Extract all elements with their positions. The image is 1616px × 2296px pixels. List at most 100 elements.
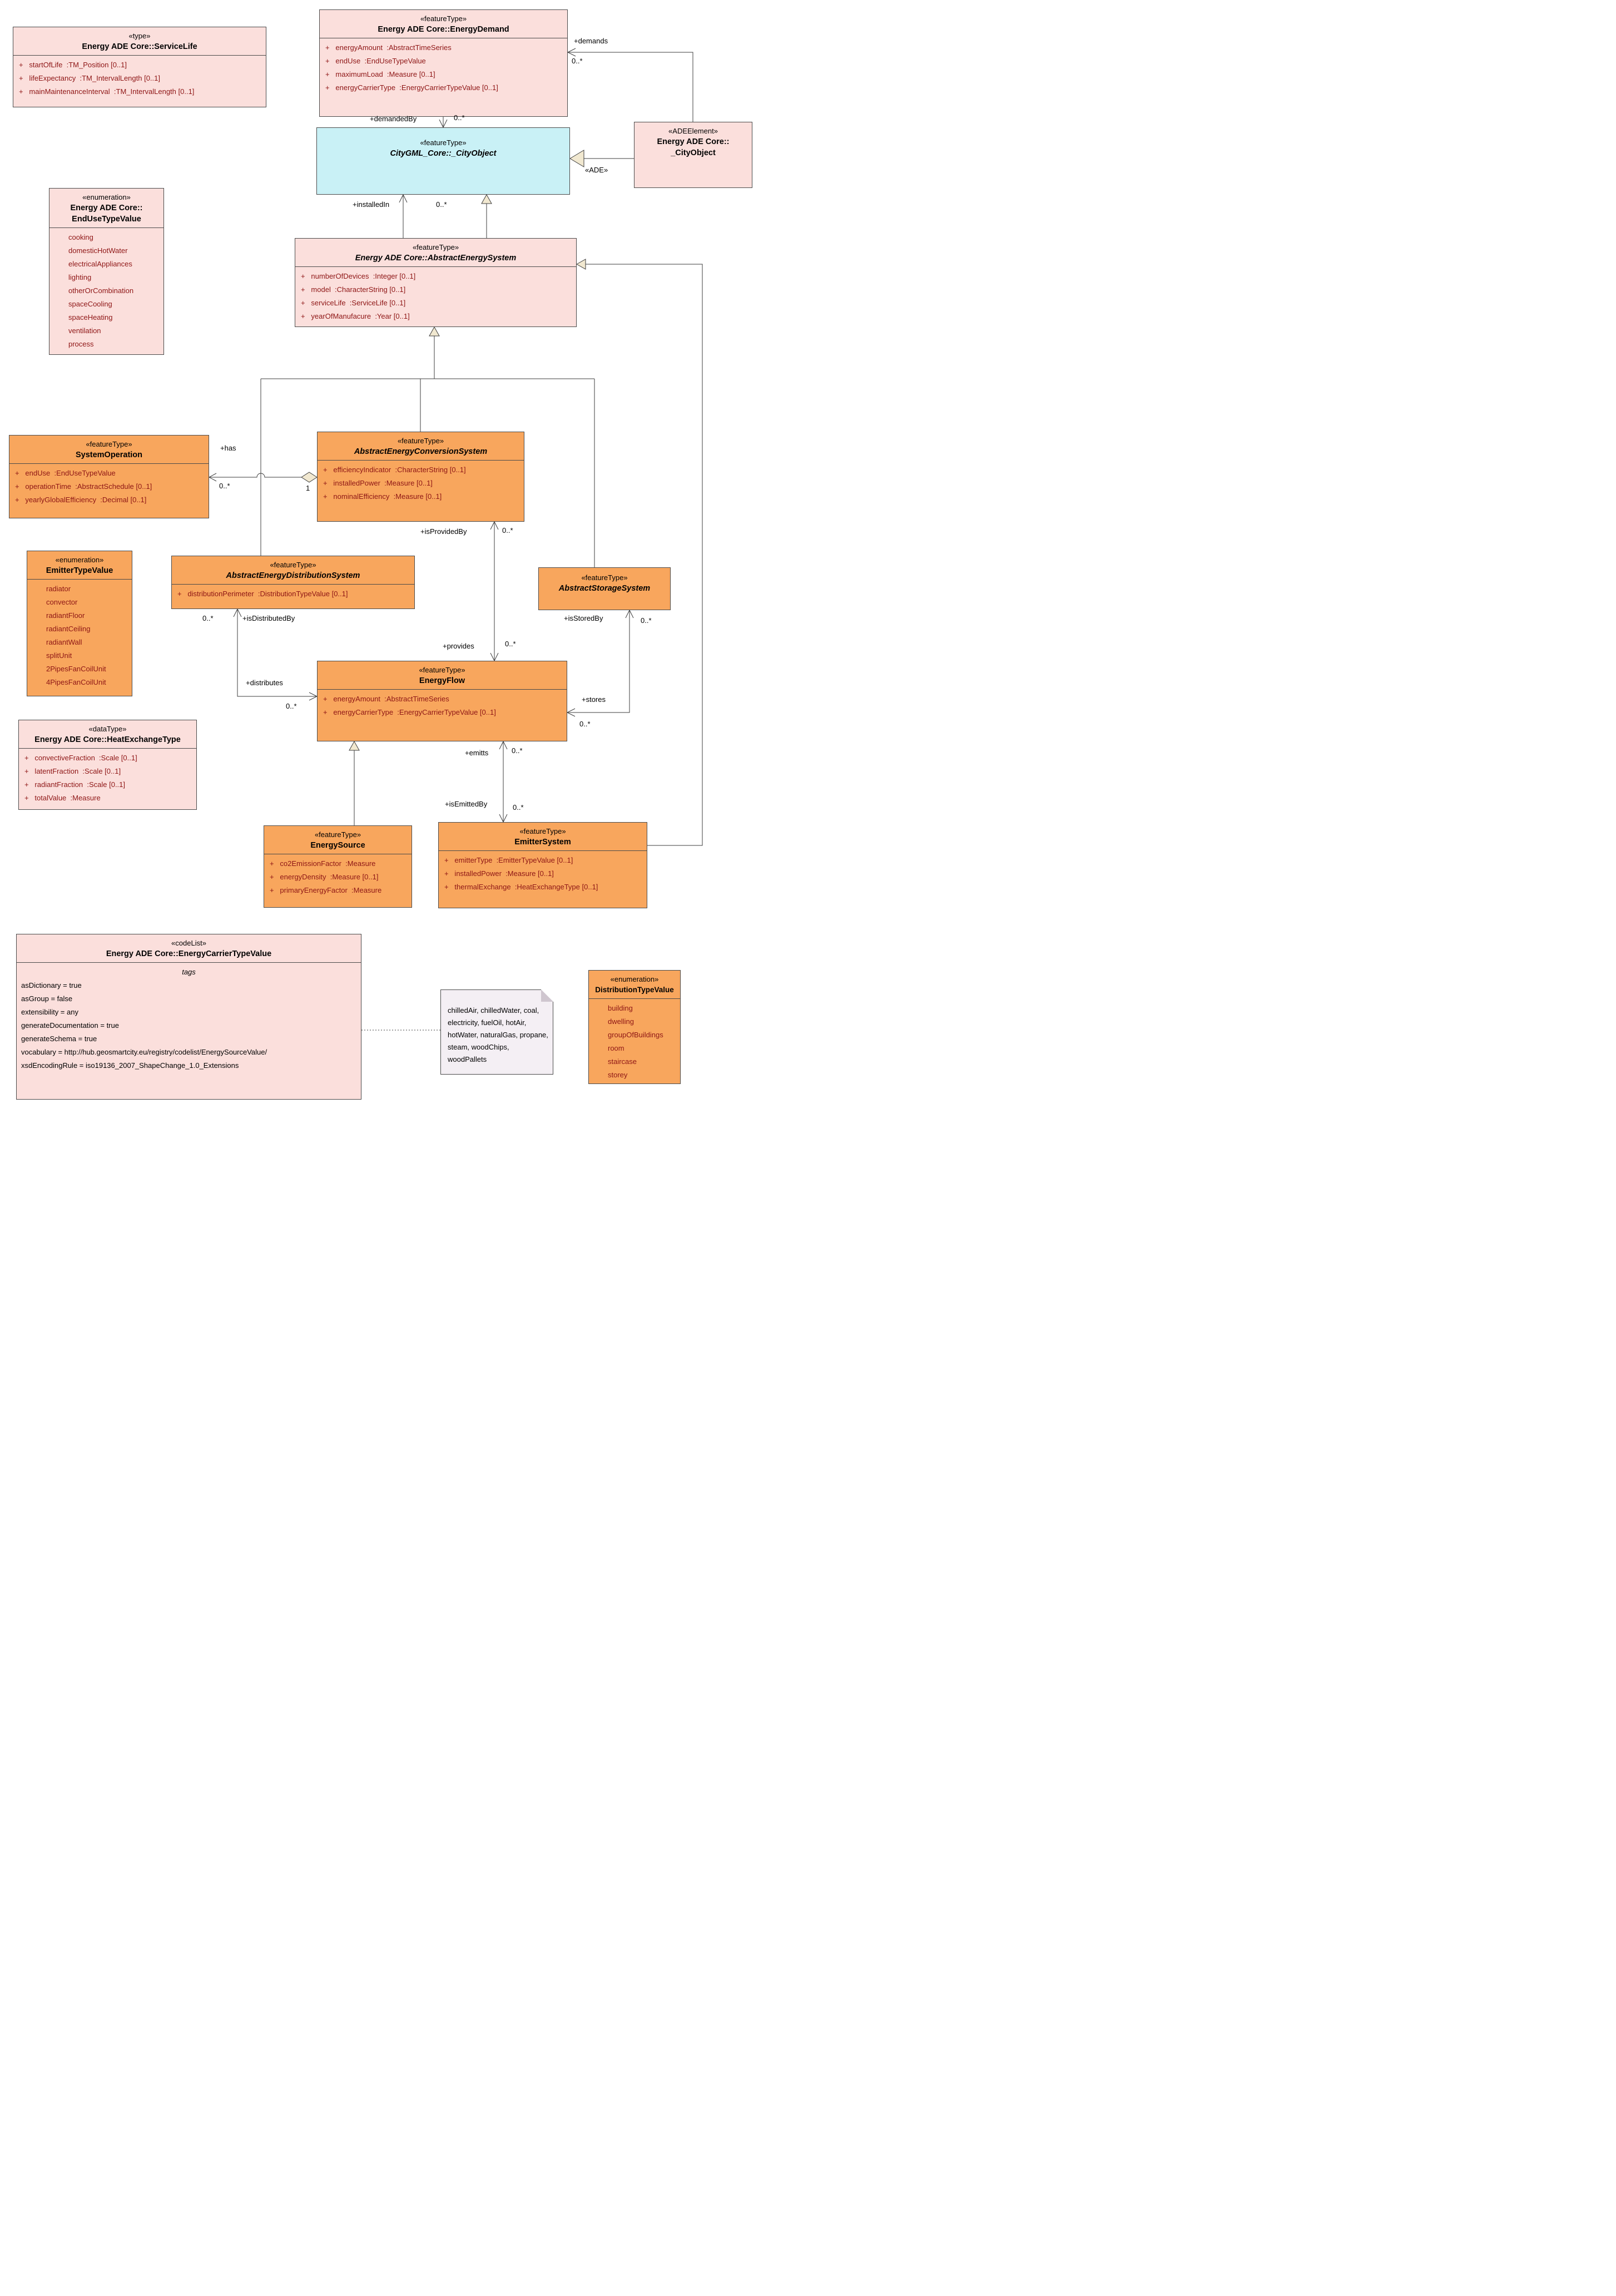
label-stores: +stores bbox=[582, 695, 606, 704]
class-member: splitUnit bbox=[46, 651, 72, 660]
class-member: domesticHotWater bbox=[68, 246, 128, 255]
class-member: ventilation bbox=[68, 326, 101, 335]
label-is-stored-by-mult: 0..* bbox=[641, 616, 652, 625]
class-member: + nominalEfficiency :Measure [0..1] bbox=[323, 492, 442, 501]
class-name: Energy ADE Core::EnergyDemand bbox=[378, 25, 509, 34]
label-has-one: 1 bbox=[306, 484, 310, 492]
class-box-heat-exchange-type: «dataType»Energy ADE Core::HeatExchangeT… bbox=[18, 720, 197, 810]
class-title: «featureType»CityGML_Core::_CityObject bbox=[317, 128, 569, 162]
label-provides: +provides bbox=[443, 642, 474, 650]
class-member: spaceHeating bbox=[68, 313, 113, 321]
class-name: Energy ADE Core:: EndUseTypeValue bbox=[70, 204, 143, 224]
label-is-provided-by-mult: 0..* bbox=[502, 526, 513, 535]
gen-energysystem-cityobject bbox=[481, 194, 492, 238]
class-name: Energy ADE Core::EnergyCarrierTypeValue bbox=[106, 949, 272, 958]
class-member: radiator bbox=[46, 585, 71, 593]
class-member: + energyAmount :AbstractTimeSeries bbox=[325, 43, 452, 52]
class-box-energy-flow: «featureType»EnergyFlow+ energyAmount :A… bbox=[317, 661, 567, 741]
class-box-emitter-system: «featureType» EmitterSystem + emitterType … bbox=[438, 822, 647, 908]
assoc-emitts bbox=[499, 740, 508, 823]
class-members: + startOfLife :TM_Position [0..1]+ lifeE… bbox=[13, 55, 266, 101]
class-box-abstract-energy-distribution-system: «featureType» AbstractEnergyDistributionS… bbox=[171, 556, 415, 609]
dep-ade bbox=[569, 150, 634, 167]
class-box-city-object: «featureType»CityGML_Core::_CityObject bbox=[316, 127, 570, 195]
class-member: generateSchema = true bbox=[21, 1035, 97, 1043]
class-members: + numberOfDevices :Integer [0..1] + model… bbox=[295, 266, 576, 325]
gen-energysource-energyflow bbox=[349, 740, 360, 825]
class-member: + yearlyGlobalEfficiency :Decimal [0..1] bbox=[15, 496, 147, 504]
class-member: 2PipesFanCoilUnit bbox=[46, 665, 106, 673]
class-member: + serviceLife :ServiceLife [0..1] bbox=[301, 299, 406, 307]
class-title: «featureType» AbstractStorageSystem bbox=[539, 568, 670, 597]
class-title: «featureType»SystemOperation bbox=[9, 436, 209, 463]
class-member: building bbox=[608, 1004, 633, 1012]
class-member: + energyCarrierType :EnergyCarrierTypeVa… bbox=[325, 83, 498, 92]
class-stereotype: «featureType» bbox=[581, 573, 628, 582]
assoc-installed-in bbox=[399, 194, 408, 238]
class-member: + startOfLife :TM_Position [0..1] bbox=[19, 61, 127, 69]
label-stores-mult: 0..* bbox=[579, 720, 591, 728]
class-title: «featureType»Energy ADE Core::EnergyDema… bbox=[320, 10, 567, 38]
class-title: «type»Energy ADE Core::ServiceLife bbox=[13, 27, 266, 55]
class-member: + model :CharacterString [0..1] bbox=[301, 285, 406, 294]
class-member: + installedPower :Measure [0..1] bbox=[444, 869, 554, 878]
class-member: radiantFloor bbox=[46, 611, 85, 620]
class-title: «featureType»Energy ADE Core::AbstractEn… bbox=[295, 239, 576, 266]
label-distributes-mult: 0..* bbox=[286, 702, 297, 710]
class-member: xsdEncodingRule = iso19136_2007_ShapeCha… bbox=[21, 1061, 239, 1070]
class-member: + emitterType :EmitterTypeValue [0..1] bbox=[444, 856, 573, 864]
class-member: + operationTime :AbstractSchedule [0..1] bbox=[15, 482, 152, 491]
class-title: «enumeration»EmitterTypeValue bbox=[27, 551, 132, 579]
class-name: EmitterTypeValue bbox=[46, 566, 113, 575]
class-name: Energy ADE Core::ServiceLife bbox=[82, 42, 197, 51]
label-distributes: +distributes bbox=[246, 679, 283, 687]
class-member: radiantCeiling bbox=[46, 625, 91, 633]
class-title: «codeList»Energy ADE Core::EnergyCarrier… bbox=[17, 934, 361, 962]
class-member: otherOrCombination bbox=[68, 286, 134, 295]
class-member: + totalValue :Measure bbox=[24, 794, 101, 802]
class-title: «enumeration»Energy ADE Core:: EndUseTyp… bbox=[49, 189, 163, 227]
class-stereotype: «type» bbox=[128, 32, 151, 40]
label-is-distributed-by-mult: 0..* bbox=[202, 614, 214, 622]
class-stereotype: «featureType» bbox=[519, 827, 566, 835]
class-title: «dataType»Energy ADE Core::HeatExchangeT… bbox=[19, 720, 196, 748]
label-emitts: +emitts bbox=[465, 749, 489, 757]
class-stereotype: «featureType» bbox=[314, 830, 361, 839]
class-box-abstract-energy-conversion-system: «featureType»AbstractEnergyConversionSys… bbox=[317, 432, 524, 522]
class-box-service-life: «type»Energy ADE Core::ServiceLife+ star… bbox=[13, 27, 266, 107]
class-members: + energyAmount :AbstractTimeSeries+ ener… bbox=[318, 689, 567, 721]
label-ade-stereotype: «ADE» bbox=[585, 166, 608, 174]
class-member: + energyDensity :Measure [0..1] bbox=[270, 873, 379, 881]
label-is-distributed-by: +isDistributedBy bbox=[242, 614, 295, 622]
label-demanded-by-mult: 0..* bbox=[454, 113, 465, 122]
class-member: dwelling bbox=[608, 1017, 634, 1026]
class-members: + co2EmissionFactor :Measure + energyDens… bbox=[264, 854, 412, 899]
class-name: EmitterSystem bbox=[514, 838, 571, 847]
class-member: staircase bbox=[608, 1057, 637, 1066]
class-box-energy-source: «featureType»EnergySource+ co2EmissionFa… bbox=[264, 825, 412, 908]
class-members: + efficiencyIndicator :CharacterString [… bbox=[318, 460, 524, 506]
note-energy-carrier-values: chilledAir, chilledWater, coal, electric… bbox=[440, 989, 553, 1075]
class-stereotype: «featureType» bbox=[270, 561, 316, 569]
class-title: «featureType»EnergySource bbox=[264, 826, 412, 854]
class-name: AbstractStorageSystem bbox=[558, 584, 651, 593]
class-member: + co2EmissionFactor :Measure bbox=[270, 859, 376, 868]
class-member: radiantWall bbox=[46, 638, 82, 646]
class-name: AbstractEnergyDistributionSystem bbox=[226, 571, 360, 580]
class-title: «ADEElement»Energy ADE Core:: _CityObjec… bbox=[634, 122, 752, 161]
label-is-emitted-by: +isEmittedBy bbox=[445, 800, 488, 808]
class-member: + installedPower :Measure [0..1] bbox=[323, 479, 433, 487]
uml-diagram-canvas: «type»Energy ADE Core::ServiceLife+ star… bbox=[0, 0, 808, 1148]
class-stereotype: «enumeration» bbox=[610, 975, 659, 983]
class-name: CityGML_Core::_CityObject bbox=[390, 149, 497, 158]
label-is-stored-by: +isStoredBy bbox=[564, 614, 603, 622]
class-stereotype: «ADEElement» bbox=[668, 127, 718, 135]
class-member: + numberOfDevices :Integer [0..1] bbox=[301, 272, 416, 280]
class-member: + distributionPerimeter :DistributionTyp… bbox=[177, 590, 348, 598]
assoc-demands bbox=[567, 48, 693, 122]
